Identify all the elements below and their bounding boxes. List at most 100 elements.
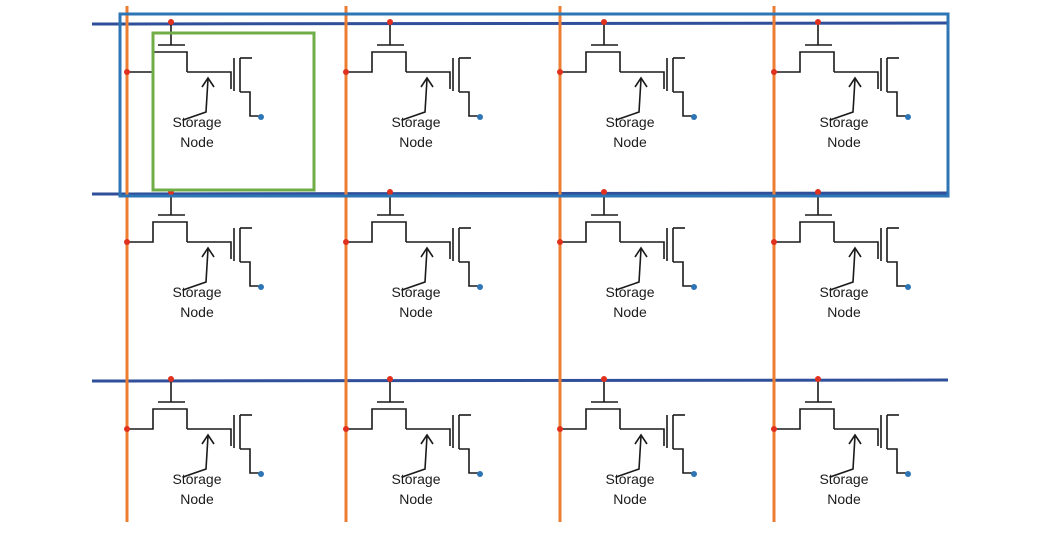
storage-label: Storage (172, 471, 221, 487)
storage-drain (240, 448, 261, 474)
storage-drain (673, 91, 694, 117)
node-label: Node (827, 134, 861, 150)
wordline-1 (91, 21, 949, 26)
arrow-head (201, 433, 215, 445)
storage-label: Storage (819, 114, 868, 130)
wordline-contact-dot (601, 19, 607, 25)
node-label: Node (827, 304, 861, 320)
wordline-contact-dot (815, 376, 821, 382)
drain-contact-dot (477, 284, 483, 290)
access-channel (346, 408, 407, 430)
node-label: Node (399, 304, 433, 320)
storage-node-arrow (401, 78, 428, 121)
arrow-head (420, 433, 434, 445)
arrow-head (420, 76, 434, 88)
arrow-head (848, 246, 862, 258)
wordline-contact-dot (815, 19, 821, 25)
storage-node-wire (187, 71, 232, 89)
storage-node-wire (406, 241, 451, 259)
storage-label: Storage (819, 471, 868, 487)
wordline-contact-dot (601, 189, 607, 195)
node-label: Node (613, 134, 647, 150)
arrow-head (848, 76, 862, 88)
storage-label: Storage (172, 284, 221, 300)
drain-contact-dot (691, 284, 697, 290)
row-highlight-box (118, 12, 950, 198)
cell-highlight-box (151, 31, 316, 192)
bitline-contact-dot (771, 69, 777, 75)
drain-contact-dot (477, 114, 483, 120)
bitline-contact-dot (771, 426, 777, 432)
node-label: Node (399, 491, 433, 507)
storage-label: Storage (605, 114, 654, 130)
storage-label: Storage (391, 471, 440, 487)
access-channel (774, 408, 835, 430)
storage-node-wire (406, 428, 451, 446)
arrow-head (201, 246, 215, 258)
wordline-3 (91, 378, 949, 383)
access-channel (560, 51, 621, 73)
access-channel (774, 51, 835, 73)
storage-drain (887, 261, 908, 287)
storage-drain (673, 448, 694, 474)
node-label: Node (827, 491, 861, 507)
bitline-contact-dot (343, 426, 349, 432)
wordline-contact-dot (168, 19, 174, 25)
storage-node-wire (834, 241, 879, 259)
arrow-head (420, 246, 434, 258)
storage-node-arrow (829, 435, 856, 478)
wordline-2 (91, 191, 949, 196)
bitline-contact-dot (557, 239, 563, 245)
bitline-contact-dot (557, 69, 563, 75)
storage-node-wire (620, 241, 665, 259)
node-label: Node (399, 134, 433, 150)
bitlines (125, 6, 776, 522)
storage-node-arrow (829, 78, 856, 121)
arrow-head (201, 76, 215, 88)
bitline-contact-dot (557, 426, 563, 432)
drain-contact-dot (258, 284, 264, 290)
access-channel (346, 221, 407, 243)
storage-label: Storage (391, 114, 440, 130)
access-channel (127, 408, 188, 430)
storage-node-wire (187, 428, 232, 446)
storage-drain (459, 448, 480, 474)
storage-node-arrow (829, 248, 856, 291)
memory-cells: StorageNodeStorageNodeStorageNodeStorage… (124, 19, 911, 507)
storage-drain (673, 261, 694, 287)
bitline-contact-dot (124, 239, 130, 245)
arrow-head (848, 433, 862, 445)
storage-node-wire (187, 241, 232, 259)
drain-contact-dot (905, 471, 911, 477)
storage-node-wire (406, 71, 451, 89)
storage-label: Storage (172, 114, 221, 130)
storage-label: Storage (819, 284, 868, 300)
wordline-contact-dot (387, 189, 393, 195)
wordline-contact-dot (601, 376, 607, 382)
access-channel (127, 221, 188, 243)
arrow-head (634, 433, 648, 445)
storage-node-arrow (401, 435, 428, 478)
wordline-contact-dot (387, 19, 393, 25)
wordline-contact-dot (168, 376, 174, 382)
node-label: Node (180, 491, 214, 507)
bitline-contact-dot (343, 69, 349, 75)
bitline-contact-dot (124, 69, 130, 75)
storage-drain (459, 91, 480, 117)
storage-node-arrow (615, 435, 642, 478)
storage-node-wire (620, 71, 665, 89)
access-channel (346, 51, 407, 73)
drain-contact-dot (905, 284, 911, 290)
storage-label: Storage (605, 471, 654, 487)
wordline-contact-dot (387, 376, 393, 382)
storage-node-arrow (401, 248, 428, 291)
storage-node-arrow (615, 78, 642, 121)
